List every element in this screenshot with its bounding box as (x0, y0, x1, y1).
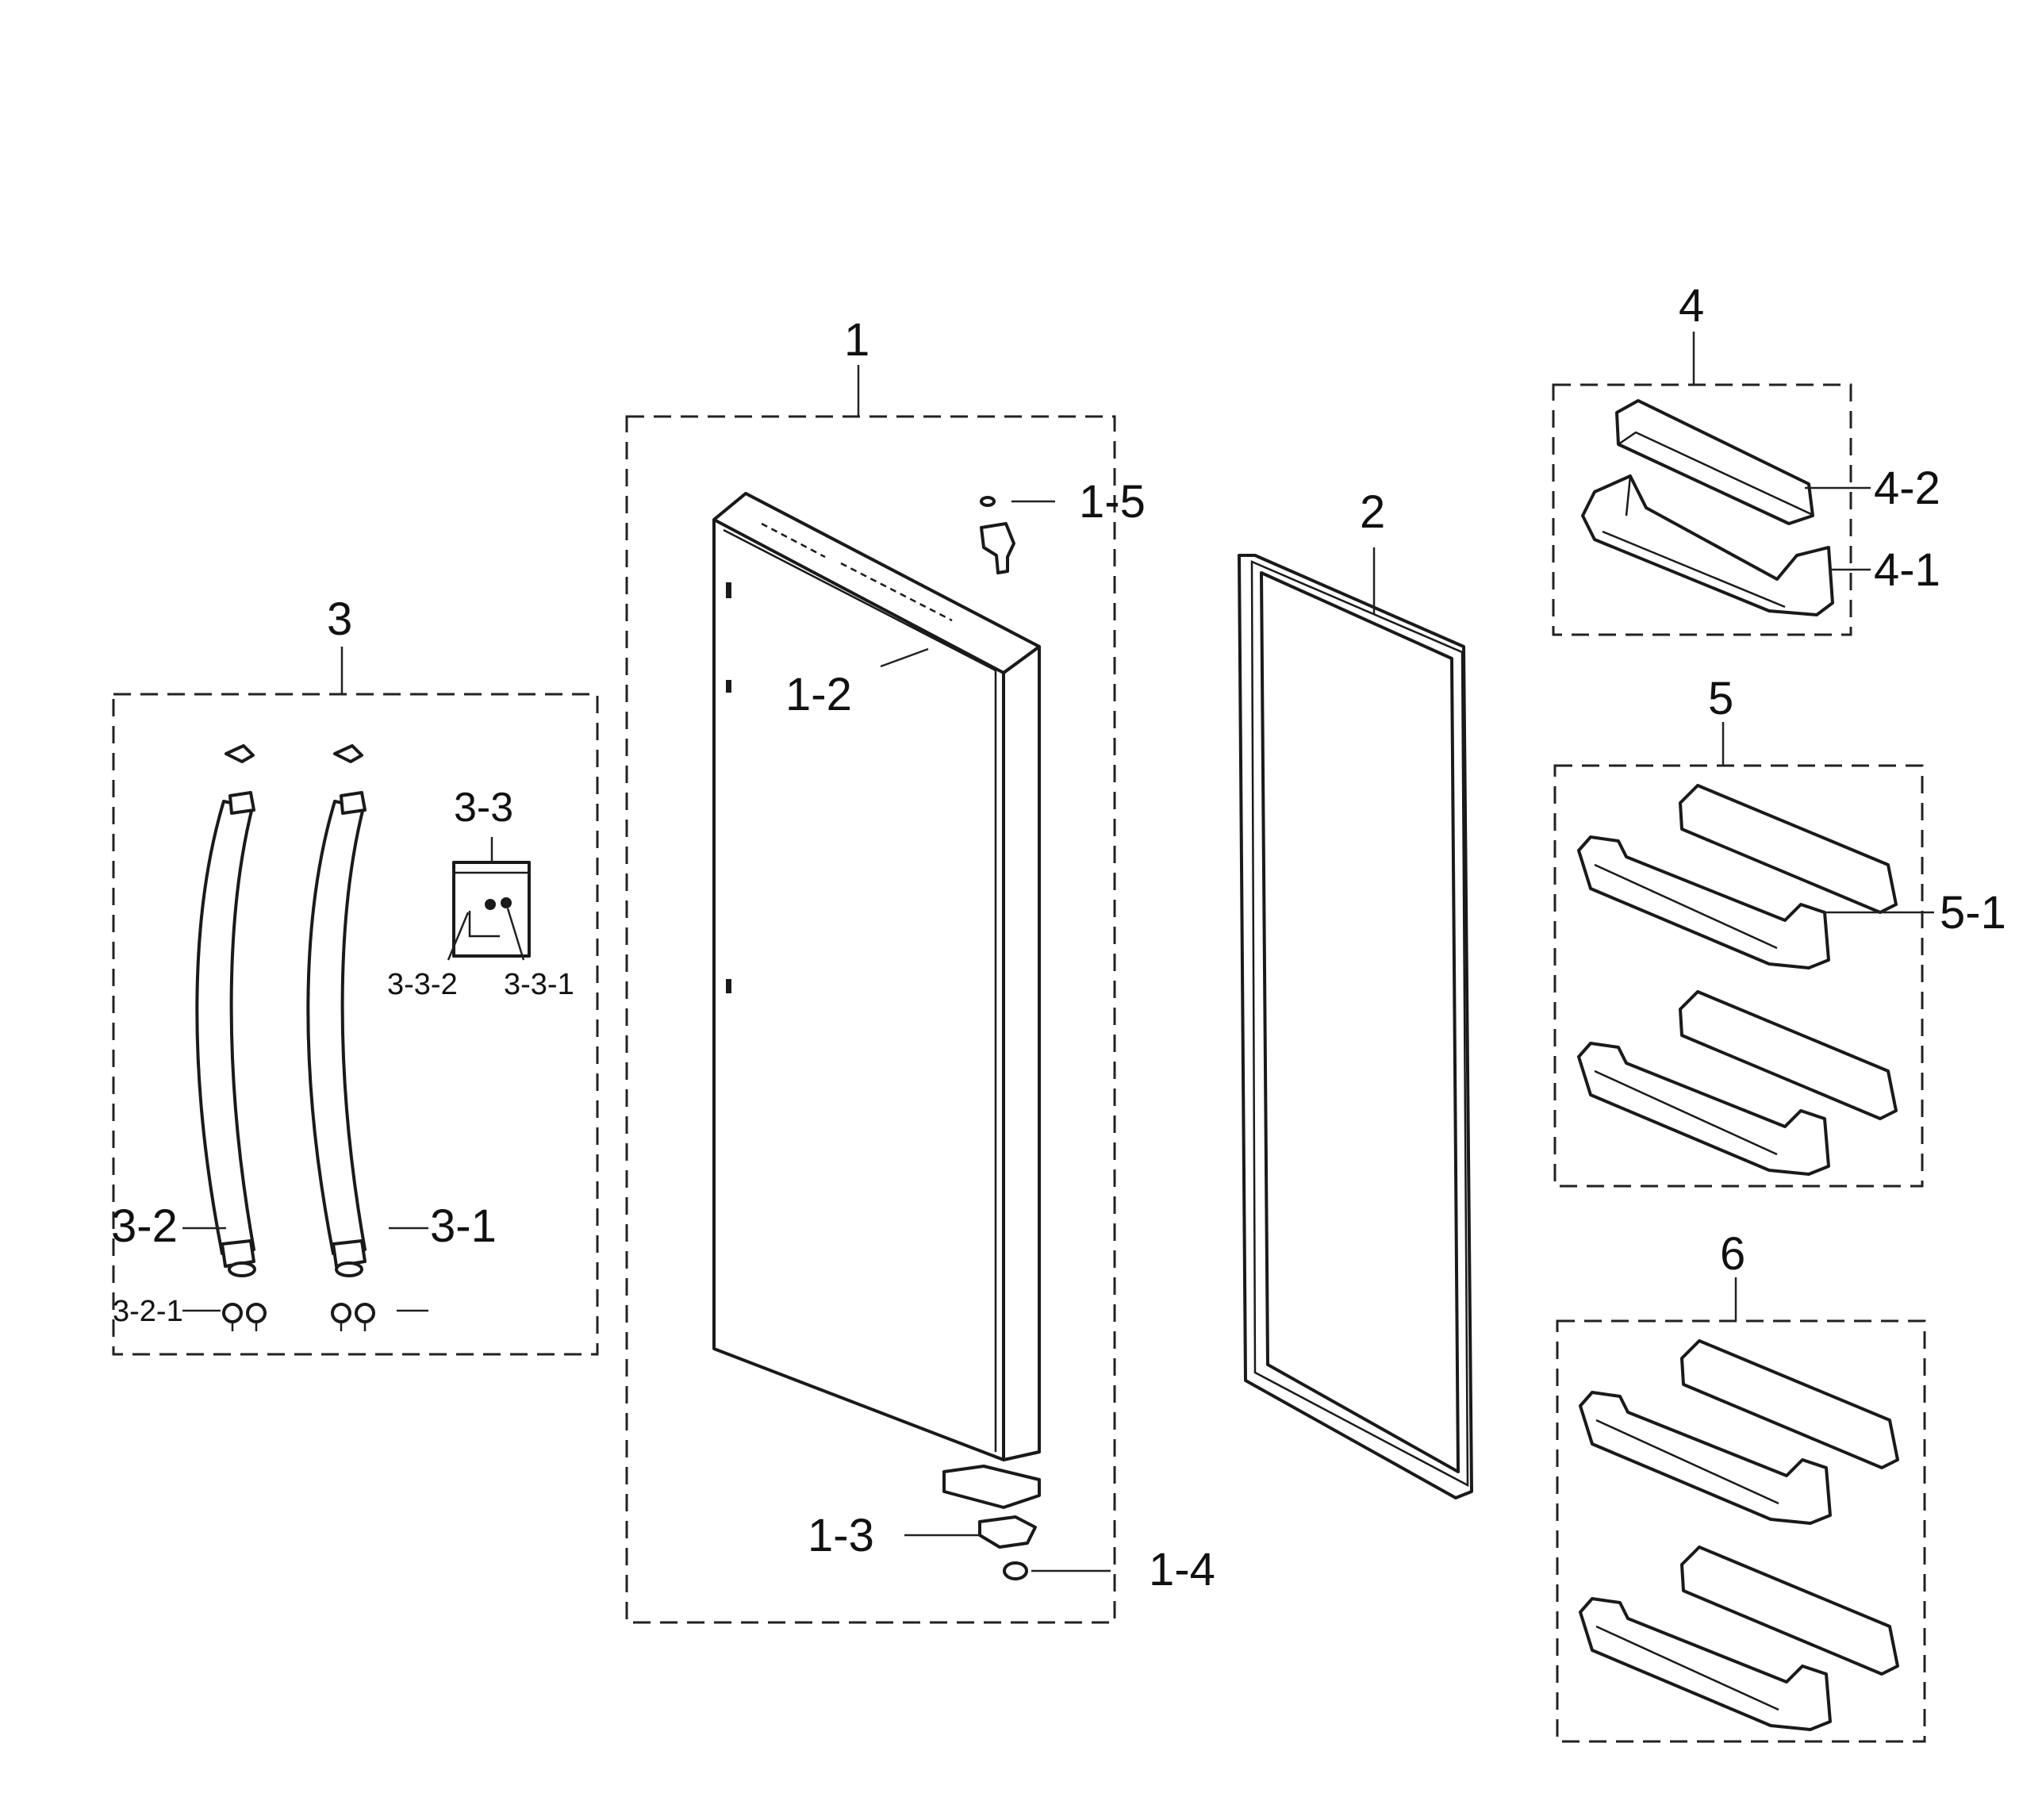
bin-tray-upper-5 (1577, 835, 1830, 970)
bin-guard-lower-5 (1679, 990, 1898, 1120)
door-top-vents (761, 522, 953, 622)
bottom-hinge-plate-1-3 (978, 1515, 1037, 1549)
door-top-edge (712, 492, 1041, 674)
dairy-bin-group: 4 4-2 4-1 (1552, 280, 1940, 636)
door-bin-box-5 (1553, 764, 1924, 1188)
dairy-bin-4-1 (1581, 474, 1834, 616)
label-1-2: 1-2 (785, 669, 852, 720)
label-4-1: 4-1 (1874, 544, 1940, 596)
label-3-2-1: 3-2-1 (113, 1295, 183, 1328)
label-3-1: 3-1 (430, 1200, 497, 1252)
label-2: 2 (1360, 486, 1385, 538)
label-1-3: 1-3 (808, 1510, 874, 1561)
door-assembly-box (625, 415, 1116, 1624)
door-hole-3 (726, 979, 731, 993)
door-bin-lower-6 (1579, 1545, 1899, 1731)
handle-assembly-box (112, 693, 599, 1356)
kit-screw-icon-b (501, 897, 512, 908)
door-bin-upper-5 (1577, 784, 1898, 970)
handle-right-top-end (340, 791, 367, 815)
handle-screws-right (331, 1303, 375, 1331)
label-1: 1 (844, 314, 869, 366)
dairy-bin-box (1552, 383, 1852, 636)
door-assembly-group: 1 1-5 1-2 1-3 1-4 (625, 314, 1215, 1624)
kit-screw-icon-a (485, 899, 496, 910)
hinge-washer-1-5 (980, 496, 996, 507)
door-hole-1 (726, 582, 731, 598)
gasket-inner-edge (1260, 571, 1460, 1473)
label-3-3-2: 3-3-2 (387, 968, 458, 1001)
door-gasket-group: 2 (1238, 486, 1473, 1499)
door-bin-upper-6 (1579, 1339, 1899, 1525)
door-bin-group-5: 5 5-1 (1553, 673, 2006, 1188)
top-hinge-block (980, 522, 1015, 574)
label-6: 6 (1720, 1228, 1745, 1280)
bin-guard-upper-5 (1679, 784, 1898, 914)
door-side-edge (1002, 645, 1041, 1461)
handle-left-3-2 (195, 800, 255, 1255)
handle-left-bottom-end (221, 1239, 255, 1268)
label-3-3-1: 3-3-1 (504, 968, 574, 1001)
bin-guard-lower-6 (1680, 1545, 1899, 1676)
label-5: 5 (1708, 673, 1733, 724)
door-hole-2 (726, 680, 731, 693)
label-1-4: 1-4 (1149, 1544, 1215, 1595)
bin-tray-lower-6 (1579, 1597, 1832, 1731)
handle-top-cap-right (333, 744, 363, 763)
handle-bottom-cap-right (335, 1261, 363, 1277)
handle-bottom-cap-left (228, 1261, 256, 1277)
allen-key-icon (468, 911, 500, 938)
label-5-1: 5-1 (1940, 887, 2006, 939)
door-bin-group-6: 6 (1556, 1228, 1926, 1743)
label-3: 3 (327, 593, 352, 645)
handle-assembly-group: 3 3-2 3-1 3-2-1 3-3 3-3-2 3-3-1 (111, 593, 599, 1356)
handle-top-cap-left (225, 744, 255, 763)
handle-right-bottom-end (332, 1239, 367, 1268)
door-bin-lower-5 (1577, 990, 1898, 1176)
door-bin-box-6 (1556, 1319, 1926, 1743)
hinge-cap-1-4 (1003, 1561, 1028, 1580)
label-1-5: 1-5 (1079, 476, 1146, 528)
bin-tray-lower-5 (1577, 1042, 1830, 1176)
bin-tray-upper-6 (1579, 1391, 1832, 1525)
bin-guard-upper-6 (1680, 1339, 1899, 1469)
label-3-2: 3-2 (111, 1200, 178, 1252)
label-4-2: 4-2 (1874, 463, 1940, 514)
bottom-hinge-bracket (942, 1465, 1041, 1509)
label-4: 4 (1679, 280, 1704, 332)
handle-screws-left (222, 1303, 267, 1331)
handle-left-top-end (228, 791, 255, 815)
handle-right-3-1 (306, 800, 367, 1255)
label-3-3: 3-3 (454, 785, 513, 831)
